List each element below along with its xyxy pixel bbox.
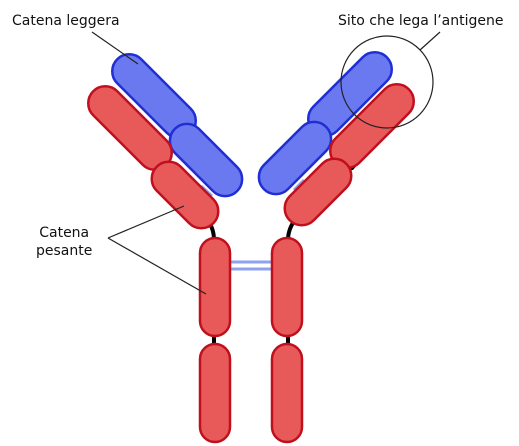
antigen-site-leader-line <box>420 32 440 50</box>
heavy-chain-label-line2: pesante <box>36 242 92 260</box>
heavy-chain-leader-line-upper <box>108 206 184 238</box>
right-stem-upper-domain <box>272 238 302 336</box>
heavy-chain-leader-line-lower <box>108 238 206 294</box>
antigen-binding-site-label: Sito che lega l’antigene <box>338 12 504 30</box>
heavy-chain-label-line1: Catena <box>36 224 92 242</box>
heavy-chain-label: Catena pesante <box>36 224 92 260</box>
light-chain-label: Catena leggera <box>12 12 120 30</box>
left-stem-upper-domain <box>200 238 230 336</box>
light-chain-leader-line <box>92 32 138 64</box>
right-stem-lower-domain <box>272 344 302 442</box>
left-stem-lower-domain <box>200 344 230 442</box>
